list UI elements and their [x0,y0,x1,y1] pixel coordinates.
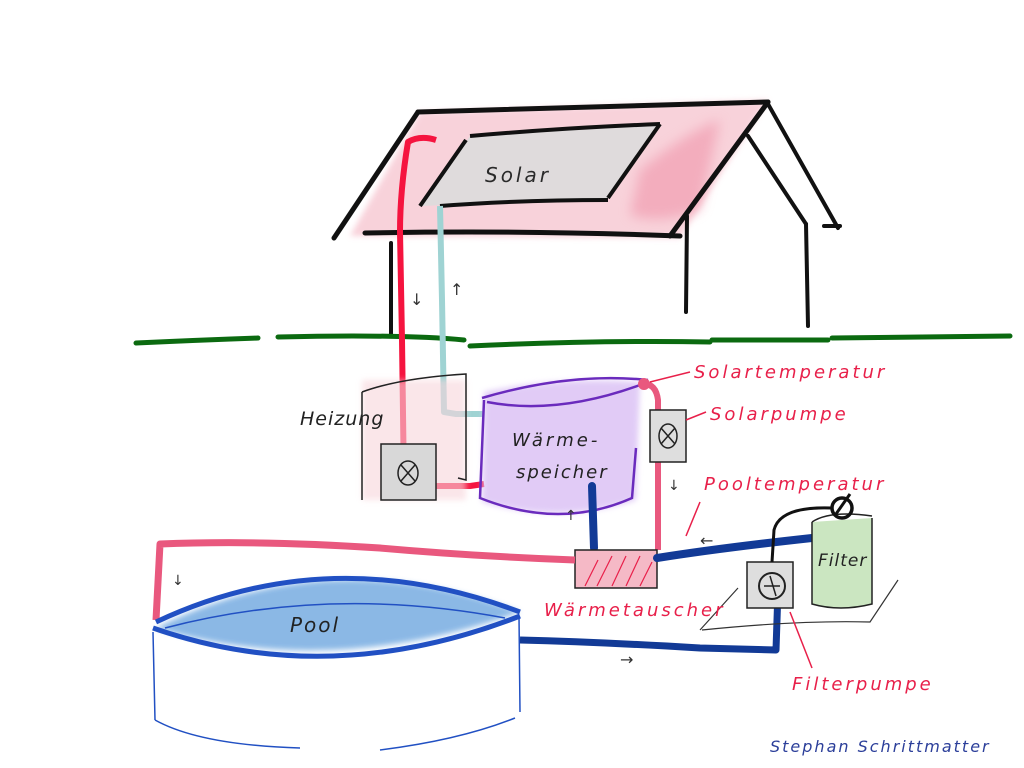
heat-exchanger [574,549,658,589]
solar-temperature-label: Solartemperatur [694,362,887,383]
house: Solar [331,99,842,338]
exchanger-to-filter-pipe [653,534,816,562]
return-pipe-storage [588,482,598,552]
flow-arrow-down: ↓ [172,573,184,589]
storage-label-line1: Wärme- [512,430,600,451]
pump-symbol-icon [397,460,419,486]
artist-signature: Stephan Schrittmatter [770,737,991,756]
heat-storage-tank: Wärme- speicher [478,376,649,516]
filter-pump-label: Filterpumpe [792,674,934,695]
pool-water-circuit: → ← [519,531,816,669]
flow-arrow-left: ← [700,531,713,550]
flow-arrow-down: ↓ [410,290,423,309]
flow-arrow-up: ↑ [565,508,577,524]
gable-right [766,102,840,230]
annotations: Solartemperatur Solarpumpe Pooltemperatu… [544,362,934,695]
pool-temperature-label: Pooltemperatur [704,474,886,495]
pump-symbol-icon [758,572,786,600]
flow-arrow-right: → [620,650,633,669]
filter-tank [811,518,873,609]
flow-arrow-up: ↑ [450,280,463,299]
heat-exchanger-label: Wärmetauscher [544,600,726,621]
solar-pump-label: Solarpumpe [710,404,849,425]
heating-unit: Heizung [300,373,467,501]
storage-exchanger-circuit: ↓ ↑ [565,378,687,552]
pump-symbol-icon [658,423,678,449]
filter-label: Filter [818,551,867,571]
hot-pipe-solar [397,134,485,489]
solar-panel [422,124,660,206]
wall-right [804,222,810,328]
solar-label: Solar [485,163,551,187]
solar-panel-top [469,122,661,138]
filter-assembly: Filter [699,493,899,631]
gable-inner [746,134,808,226]
heating-label: Heizung [300,408,384,430]
roof-right-edge [667,99,771,239]
solar-panel-right [606,122,662,200]
solar-panel-bottom [439,198,609,208]
pool-label: Pool [290,613,340,637]
ground-line [133,333,1013,349]
flow-arrow-down: ↓ [668,478,680,494]
roof-left-edge [331,109,421,241]
roof-ridge [415,99,771,115]
roof-eave [362,229,683,239]
solar-panel-left [418,138,468,208]
pool-supply-pipe [152,539,576,621]
storage-label-line2: speicher [516,462,609,483]
filter-pump [746,561,794,609]
wall-middle [684,214,689,314]
pool-return-pipe [519,589,782,654]
pool: Pool [152,575,521,751]
